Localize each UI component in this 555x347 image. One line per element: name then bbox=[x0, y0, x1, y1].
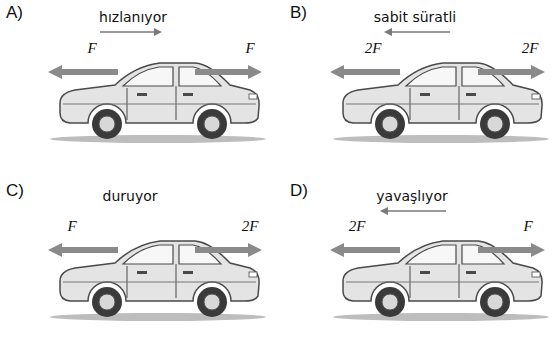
force-arrow bbox=[195, 69, 252, 75]
motion-state: hızlanıyor bbox=[99, 9, 167, 25]
force-label: 2F bbox=[522, 40, 539, 57]
force-arrow bbox=[195, 247, 252, 253]
car bbox=[50, 241, 266, 321]
force-label: 2F bbox=[349, 218, 366, 235]
car bbox=[333, 241, 549, 321]
force-arrow bbox=[478, 69, 535, 75]
force-arrow bbox=[58, 247, 118, 253]
force-label: F bbox=[523, 218, 532, 235]
motion-state: sabit süratli bbox=[374, 9, 456, 25]
car bbox=[50, 63, 266, 143]
motion-arrow bbox=[100, 31, 160, 33]
force-label: F bbox=[87, 40, 96, 57]
car bbox=[333, 63, 549, 143]
force-label: 2F bbox=[242, 218, 259, 235]
motion-arrow bbox=[386, 31, 450, 33]
force-arrow bbox=[340, 69, 400, 75]
force-arrow bbox=[340, 247, 400, 253]
panel-letter: D) bbox=[290, 181, 308, 201]
panel-letter: A) bbox=[6, 3, 23, 23]
force-label: 2F bbox=[365, 40, 382, 57]
panel-letter: B) bbox=[290, 3, 307, 23]
force-label: F bbox=[245, 40, 254, 57]
force-label: F bbox=[67, 218, 76, 235]
motion-state: duruyor bbox=[103, 188, 158, 204]
force-arrow bbox=[58, 69, 118, 75]
panel-letter: C) bbox=[6, 181, 24, 201]
motion-state: yavaşlıyor bbox=[376, 188, 447, 204]
force-arrow bbox=[478, 247, 535, 253]
motion-arrow bbox=[382, 210, 446, 212]
